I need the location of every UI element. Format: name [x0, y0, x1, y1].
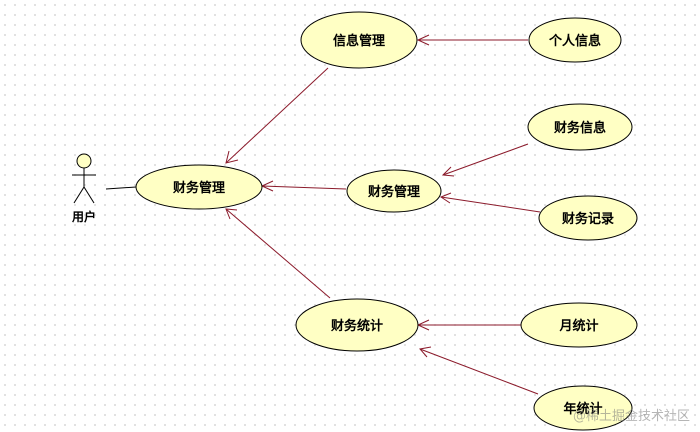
assoc-info-to-main [225, 67, 329, 164]
assoc-stats-to-main [225, 208, 331, 299]
assoc-record-to-manage [440, 196, 541, 213]
actor-left-leg [73, 186, 85, 204]
use-case-label: 财务管理 [368, 184, 420, 200]
use-case-label: 信息管理 [333, 33, 385, 49]
arrowhead-fininfo-to-manage [441, 166, 455, 177]
arrowhead-personal-to-info [416, 34, 430, 46]
use-case-finance-info[interactable]: 财务信息 [527, 103, 633, 151]
associations [105, 34, 541, 395]
use-case-finance-main[interactable]: 财务管理 [135, 164, 263, 210]
use-case-label: 个人信息 [548, 33, 601, 49]
use-case-label: 年统计 [563, 401, 602, 417]
use-case-label: 月统计 [558, 318, 598, 334]
actor-user[interactable]: 用户 [71, 153, 96, 224]
use-case-yearly-stats[interactable]: 年统计 [533, 385, 633, 431]
use-case-label: 财务管理 [173, 180, 225, 196]
use-case-finance-record[interactable]: 财务记录 [538, 195, 638, 241]
arrowhead-info-to-main [225, 150, 239, 164]
arrowhead-stats-to-main [225, 208, 238, 220]
use-case-info-manage[interactable]: 信息管理 [300, 11, 418, 69]
assoc-yearly-to-stats [419, 348, 539, 395]
arrowhead-yearly-to-stats [419, 346, 432, 358]
assoc-manage-to-main [261, 185, 347, 190]
use-case-label: 财务记录 [562, 211, 614, 227]
use-case-finance-stats[interactable]: 财务统计 [295, 298, 419, 352]
arrowhead-record-to-manage [439, 192, 452, 204]
use-case-finance-manage[interactable]: 财务管理 [346, 169, 442, 213]
use-case-personal-info[interactable]: 个人信息 [528, 17, 622, 63]
actor-label: 用户 [71, 209, 96, 224]
use-case-label: 财务信息 [554, 120, 606, 136]
use-case-label: 财务统计 [331, 318, 383, 334]
assoc-fininfo-to-manage [442, 143, 529, 176]
actor-right-leg [83, 186, 95, 204]
use-case-monthly-stats[interactable]: 月统计 [520, 302, 638, 348]
actor-head [76, 153, 92, 169]
actor-association [105, 186, 137, 190]
